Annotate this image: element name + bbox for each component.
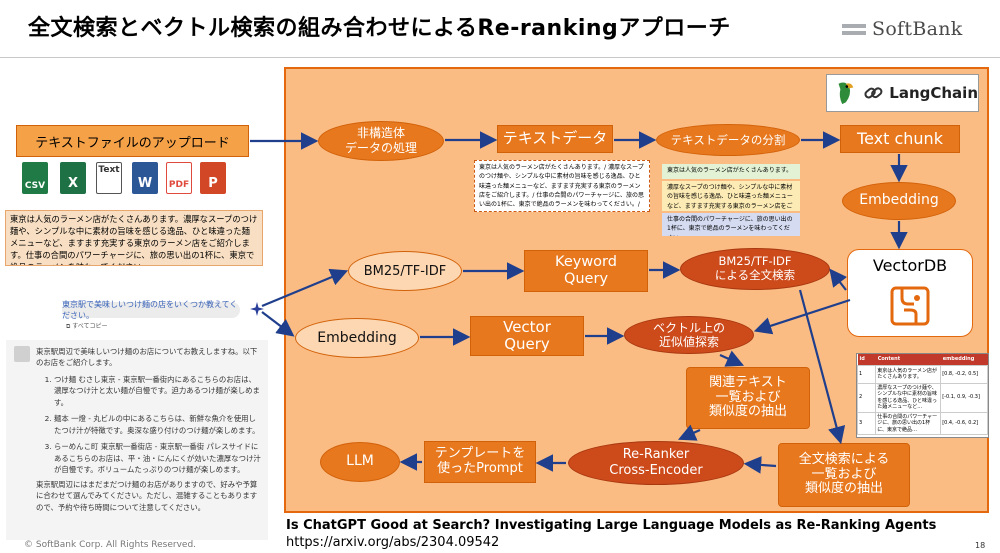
arrow-bm25search-to-fulltext bbox=[798, 289, 846, 445]
arrow-fulltext-to-reranker bbox=[743, 456, 777, 474]
text-data-sample: 東京は人気のラーメン店がたくさんあります。/ 濃厚なスープのつけ麺や、シンプルな… bbox=[474, 160, 650, 212]
word-file-icon: W bbox=[132, 162, 158, 194]
node-text-data: テキストデータ bbox=[497, 125, 613, 153]
node-reranker: Re-Ranker Cross-Encoder bbox=[568, 441, 744, 485]
arrow-query-to-embedding bbox=[261, 311, 295, 337]
answer-outro: 東京駅周辺にはまだまだつけ麺のお店がありますので、好みや予算に合わせて選んでみて… bbox=[36, 479, 258, 512]
arrow-vectorsearch-to-related bbox=[719, 350, 745, 367]
answer-item: つけ麺 むさし東京 - 東京駅一番街内にあるこちらのお店は、濃厚なつけ汁と太い麺… bbox=[54, 374, 262, 408]
excel-file-icon: X bbox=[60, 162, 86, 194]
copy-icon: ⧉ bbox=[66, 323, 73, 330]
arrow-related-to-reranker bbox=[677, 424, 701, 441]
vectordb-label: VectorDB bbox=[872, 256, 948, 275]
table-cell: 仕事の合間のパワーチャージに、旅の思い出の1杯に、東京で絶品… bbox=[875, 411, 942, 435]
file-icon-row: CSV X Text W PDF P bbox=[22, 162, 242, 198]
table-cell: [-0.1, 0.9, -0.3] bbox=[940, 382, 988, 413]
source-text-box: 東京は人気のラーメン店がたくさんあります。濃厚なスープのつけ麺や、シンプルな中に… bbox=[5, 210, 263, 266]
copyright-footer: © SoftBank Corp. All Rights Reserved. bbox=[24, 540, 197, 550]
answer-text: 東京駅周辺で美味しいつけ麺のお店についてお教えしますね。以下のお店をご紹介します… bbox=[36, 346, 262, 513]
langchain-badge: LangChain bbox=[826, 74, 979, 112]
node-related-text: 関連テキスト 一覧および 類似度の抽出 bbox=[686, 367, 810, 429]
assistant-answer: 東京駅周辺で美味しいつけ麺のお店についてお教えしますね。以下のお店をご紹介します… bbox=[6, 340, 268, 540]
answer-list: つけ麺 むさし東京 - 東京駅一番街内にあるこちらのお店は、濃厚なつけ汁と太い麺… bbox=[36, 374, 262, 476]
table-cell: 濃厚なスープのつけ麺や、シンプルな中に素材の旨味を感じる逸品、ひと味違った麺メニ… bbox=[875, 382, 942, 413]
table-cell: 東京は人気のラーメン店がたくさんあります。 bbox=[875, 364, 942, 384]
node-text-chunk: Text chunk bbox=[840, 125, 960, 153]
node-bm25: BM25/TF-IDF bbox=[348, 251, 462, 291]
table-row: 3 仕事の合間のパワーチャージに、旅の思い出の1杯に、東京で絶品… [0.4, … bbox=[857, 411, 988, 435]
powerpoint-file-icon: P bbox=[200, 162, 226, 194]
answer-item: らーめんこ町 東京駅一番街店 - 東京駅一番街 パレスサイドにあるこちらのお店は… bbox=[54, 441, 262, 475]
csv-file-icon: CSV bbox=[22, 162, 48, 194]
softbank-logo: SoftBank bbox=[842, 18, 963, 40]
node-text-split: テキストデータの分割 bbox=[656, 124, 800, 156]
header-divider bbox=[0, 57, 1000, 58]
node-bm25-search: BM25/TF-IDF による全文検索 bbox=[680, 248, 830, 290]
assistant-avatar bbox=[14, 346, 30, 362]
chunk-item: 仕事の合間のパワーチャージに、旅の思い出の1杯に、東京で絶品のラーメンを味わって… bbox=[662, 213, 800, 236]
table-header: Content bbox=[875, 354, 941, 365]
table-header: id bbox=[857, 354, 876, 365]
query-sparkle-icon bbox=[249, 301, 265, 317]
node-llm: LLM bbox=[320, 442, 400, 482]
chain-link-icon bbox=[864, 87, 883, 99]
node-unstructured-processing: 非構造体 データの処理 bbox=[318, 121, 444, 161]
copy-all-link[interactable]: ⧉ すべてコピー bbox=[66, 321, 108, 331]
table-cell: 2 bbox=[857, 382, 877, 413]
arrow-query-to-bm25 bbox=[261, 268, 349, 308]
node-keyword-query: Keyword Query bbox=[524, 250, 648, 292]
node-vector-search: ベクトル上の 近似値探索 bbox=[624, 316, 754, 354]
langchain-label: LangChain bbox=[889, 84, 978, 102]
table-cell: [0.4, -0.6, 0.2] bbox=[940, 411, 988, 435]
node-embedding-mid: Embedding bbox=[295, 318, 419, 358]
vectordb-card: VectorDB bbox=[847, 249, 973, 337]
copy-note-label: すべてコピー bbox=[72, 323, 108, 330]
logo-text: SoftBank bbox=[872, 18, 963, 40]
node-prompt-template: テンプレートを 使ったPrompt bbox=[424, 441, 536, 483]
text-file-icon: Text bbox=[96, 162, 122, 194]
arrow-vectordb-to-vectorsearch bbox=[753, 298, 851, 335]
logo-bars-icon bbox=[842, 23, 866, 35]
table-row: 1 東京は人気のラーメン店がたくさんあります。 [0.8, -0.2, 0.5] bbox=[857, 364, 988, 384]
reference-title: Is ChatGPT Good at Search? Investigating… bbox=[286, 518, 937, 533]
parrot-icon bbox=[838, 82, 854, 105]
page-title: 全文検索とベクトル検索の組み合わせによるRe-rankingアプローチ bbox=[28, 16, 731, 41]
reference-url[interactable]: https://arxiv.org/abs/2304.09542 bbox=[286, 535, 500, 550]
database-chip-icon bbox=[890, 286, 930, 326]
user-query-bubble: 東京駅で美味しいつけ麺の店をいくつか教えてください。 bbox=[62, 300, 240, 320]
answer-intro: 東京駅周辺で美味しいつけ麺のお店についてお教えしますね。以下のお店をご紹介します… bbox=[36, 347, 258, 368]
table-cell: 3 bbox=[857, 411, 877, 435]
arrow-vectordb-to-bm25search bbox=[829, 268, 848, 291]
table-header: embedding bbox=[940, 354, 988, 365]
vector-table: id Content embedding 1 東京は人気のラーメン店がたくさんあ… bbox=[856, 353, 989, 438]
node-embedding-top: Embedding bbox=[842, 182, 956, 220]
chunk-item: 東京は人気のラーメン店がたくさんあります。 bbox=[662, 164, 800, 179]
node-vector-query: Vector Query bbox=[470, 316, 584, 356]
upload-button[interactable]: テキストファイルのアップロード bbox=[16, 125, 249, 157]
pdf-file-icon: PDF bbox=[166, 162, 192, 194]
answer-item: 麺本 一燈 - 丸ビルの中にあるこちらは、新鮮な魚介を使用したつけ汁が特徴です。… bbox=[54, 413, 262, 436]
chunk-item: 濃厚なスープのつけ麺や、シンプルな中に素材の旨味を感じる逸品、ひと味違った麺メニ… bbox=[662, 181, 800, 211]
table-row: 2 濃厚なスープのつけ麺や、シンプルな中に素材の旨味を感じる逸品、ひと味違った麺… bbox=[857, 382, 988, 413]
page-number: 18 bbox=[975, 541, 986, 550]
node-fulltext-results: 全文検索による 一覧および 類似度の抽出 bbox=[778, 443, 910, 507]
